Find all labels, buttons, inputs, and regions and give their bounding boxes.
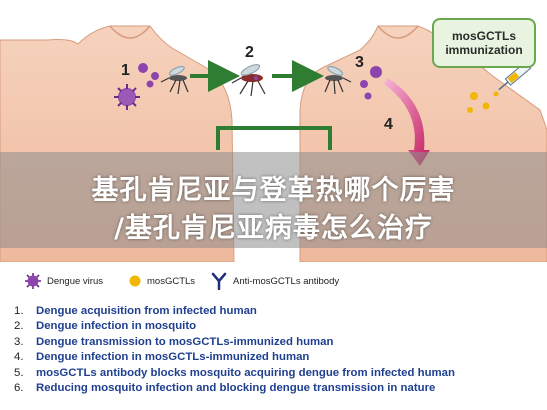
list-item: 4.Dengue infection in mosGCTLs-immunized… [14,351,310,364]
mosgctls-dot-icon [129,275,141,287]
infection-arrow [384,78,430,166]
legend-item-dengue-virus: Dengue virus [24,272,103,290]
virus-large-icon [114,84,140,110]
mosquito-icon [324,65,352,95]
banner-title-line-1: 基孔肯尼亚与登革热哪个厉害 [91,175,456,206]
step-list: 1.Dengue acquisition from infected human… [14,303,534,396]
legend-label: Dengue virus [47,275,103,287]
legend-label: Anti-mosGCTLs antibody [233,275,340,287]
list-item: 2.Dengue infection in mosquito [14,320,197,333]
mosgctls-dot-icon [467,107,473,113]
title-banner: 基孔肯尼亚与登革热哪个厉害 /基孔肯尼亚病毒怎么治疗 [0,152,547,248]
mosgctls-dot-icon [493,91,499,97]
antibody-icon [211,272,227,290]
legend-label: mosGCTLs [147,275,196,287]
virus-small-icon [138,63,148,73]
diagram-scene: 1 2 3 4 mosGCTLs immunization 基孔肯尼亚与登革热哪… [0,18,547,263]
virus-small-icon [146,80,154,88]
immunization-badge: mosGCTLs immunization [432,18,536,68]
list-item: 6.Reducing mosquito infection and blocki… [14,382,436,395]
list-item: 1.Dengue acquisition from infected human [14,304,257,317]
step-marker-2: 2 [245,44,254,61]
virus-small-icon [360,80,368,88]
step-marker-1: 1 [121,62,130,79]
badge-line-2: immunization [445,43,523,57]
legend-item-mosgctls: mosGCTLs [128,274,195,288]
legend-item-antibody: Anti-mosGCTLs antibody [210,272,339,290]
virus-small-icon [151,72,159,80]
mosgctls-dot-icon [470,92,478,100]
virus-small-icon [364,92,372,100]
mosquito-icon [160,65,189,95]
blocking-bracket [216,126,332,150]
virus-small-icon [370,66,382,78]
step-marker-4: 4 [384,116,393,133]
mosgctls-dot-icon [482,102,490,110]
step-marker-3: 3 [355,54,364,71]
list-item: 5.mosGCTLs antibody blocks mosquito acqu… [14,366,455,379]
list-item: 3.Dengue transmission to mosGCTLs-immuni… [14,335,334,348]
legend: Dengue virus mosGCTLs Anti-mosGCTLs anti… [0,268,547,296]
mosquito-icon [231,64,266,97]
banner-title-line-2: /基孔肯尼亚病毒怎么治疗 [114,213,433,244]
badge-line-1: mosGCTLs [451,29,516,43]
virus-icon [25,273,41,289]
